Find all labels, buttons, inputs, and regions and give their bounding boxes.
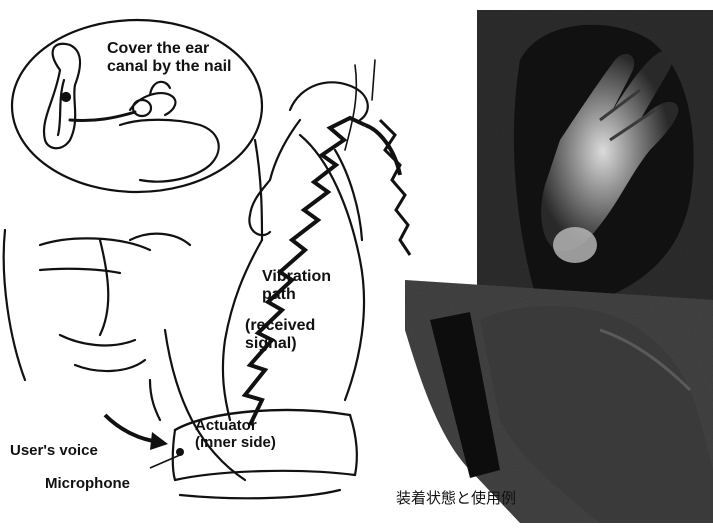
- label-microphone: Microphone: [45, 476, 130, 493]
- label-actuator: Actuator (inner side): [195, 418, 276, 452]
- label-received-signal: (received signal): [245, 317, 315, 353]
- label-vibration-path: Vibration path: [262, 268, 331, 304]
- photo-hand-on-ear: [477, 10, 713, 315]
- label-users-voice: User's voice: [10, 443, 98, 460]
- label-cover-ear: Cover the ear canal by the nail: [107, 40, 231, 76]
- line-drawing: [4, 20, 375, 498]
- caption: 装着状態と使用例: [396, 487, 516, 508]
